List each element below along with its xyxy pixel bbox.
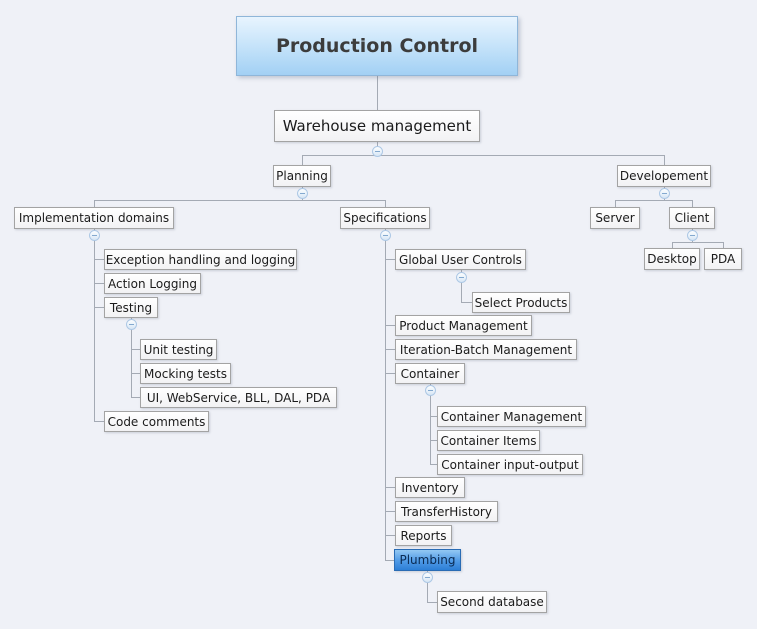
connector-line	[385, 511, 395, 512]
node-desktop[interactable]: Desktop	[644, 248, 700, 270]
connector-line	[672, 242, 673, 248]
node-warehouse-management[interactable]: Warehouse management	[274, 110, 480, 142]
connector-line	[302, 155, 665, 156]
connector-line	[385, 259, 395, 260]
connector-line	[385, 535, 395, 536]
node-second-database[interactable]: Second database	[437, 591, 547, 613]
node-client[interactable]: Client	[669, 207, 715, 229]
collapse-minus-icon-planning[interactable]	[297, 188, 308, 199]
node-specifications[interactable]: Specifications	[340, 207, 430, 229]
connector-line	[385, 560, 394, 561]
connector-line	[94, 283, 104, 284]
node-server[interactable]: Server	[590, 207, 640, 229]
connector-line	[461, 302, 472, 303]
connector-line	[385, 487, 395, 488]
node-mocking-tests[interactable]: Mocking tests	[140, 363, 231, 384]
connector-line	[430, 440, 437, 441]
connector-line	[131, 397, 140, 398]
node-inventory[interactable]: Inventory	[395, 477, 465, 498]
node-reports[interactable]: Reports	[395, 525, 452, 546]
node-testing[interactable]: Testing	[104, 297, 158, 318]
connector-line	[94, 200, 386, 201]
node-plumbing[interactable]: Plumbing	[394, 549, 461, 571]
connector-line	[377, 76, 378, 110]
node-ui-webservice-bll-dal-pda[interactable]: UI, WebService, BLL, DAL, PDA	[140, 387, 337, 408]
connector-line	[427, 571, 428, 602]
connector-line	[131, 318, 132, 398]
node-action-logging[interactable]: Action Logging	[104, 273, 201, 294]
collapse-minus-icon-developement[interactable]	[659, 188, 670, 199]
node-global-user-controls[interactable]: Global User Controls	[395, 249, 526, 270]
connector-line	[94, 229, 95, 422]
node-unit-testing[interactable]: Unit testing	[140, 339, 217, 360]
node-container-items[interactable]: Container Items	[437, 430, 540, 451]
collapse-minus-icon-implementation-domains[interactable]	[89, 230, 100, 241]
connector-line	[672, 242, 724, 243]
node-select-products[interactable]: Select Products	[472, 292, 570, 313]
node-container-input-output[interactable]: Container input-output	[437, 454, 583, 475]
connector-line	[430, 384, 431, 465]
node-iteration-batch-management[interactable]: Iteration-Batch Management	[395, 339, 577, 360]
collapse-minus-icon-warehouse-management[interactable]	[372, 146, 383, 157]
node-product-management[interactable]: Product Management	[395, 315, 532, 336]
collapse-minus-icon-specifications[interactable]	[380, 230, 391, 241]
connector-line	[664, 155, 665, 165]
node-planning[interactable]: Planning	[273, 165, 331, 187]
connector-line	[385, 325, 395, 326]
connector-line	[723, 242, 724, 248]
connector-line	[385, 200, 386, 207]
node-container[interactable]: Container	[395, 363, 465, 384]
connector-line	[385, 373, 395, 374]
node-code-comments[interactable]: Code comments	[104, 411, 209, 432]
collapse-minus-icon-testing[interactable]	[126, 319, 137, 330]
node-transferhistory[interactable]: TransferHistory	[395, 501, 498, 522]
connector-line	[94, 421, 104, 422]
connector-line	[94, 307, 104, 308]
connector-line	[427, 602, 437, 603]
connector-line	[385, 349, 395, 350]
connector-line	[302, 155, 303, 165]
connector-line	[131, 373, 140, 374]
connector-line	[615, 200, 616, 207]
connector-line	[430, 464, 437, 465]
connector-line	[94, 200, 95, 207]
collapse-minus-icon-plumbing[interactable]	[422, 572, 433, 583]
node-container-management[interactable]: Container Management	[437, 406, 586, 427]
connector-line	[385, 229, 386, 560]
collapse-minus-icon-client[interactable]	[687, 230, 698, 241]
connector-line	[692, 200, 693, 207]
collapse-minus-icon-container[interactable]	[425, 385, 436, 396]
node-production-control[interactable]: Production Control	[236, 16, 518, 76]
connector-line	[615, 200, 693, 201]
connector-line	[131, 349, 140, 350]
node-exception-handling-and-logging[interactable]: Exception handling and logging	[104, 249, 297, 270]
collapse-minus-icon-global-user-controls[interactable]	[456, 272, 467, 283]
node-pda[interactable]: PDA	[704, 248, 742, 270]
connector-line	[430, 416, 437, 417]
node-developement[interactable]: Developement	[617, 165, 711, 187]
connector-line	[94, 259, 104, 260]
node-implementation-domains[interactable]: Implementation domains	[14, 207, 174, 229]
connector-line	[461, 270, 462, 303]
